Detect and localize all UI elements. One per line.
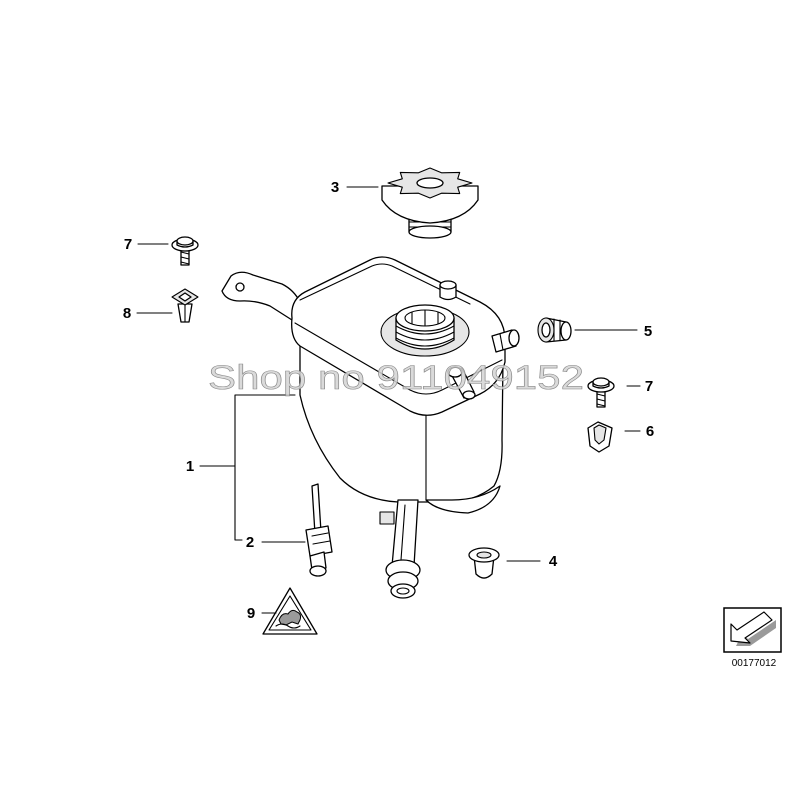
spire-nut <box>587 421 613 453</box>
callout-6: 6 <box>646 423 654 440</box>
front-fitting <box>447 366 476 400</box>
callout-8: 8 <box>123 305 131 322</box>
hose-connector <box>537 317 572 343</box>
diagram-number: 00177012 <box>732 658 777 669</box>
tank-lower-flange <box>425 485 501 514</box>
callout-9: 9 <box>247 605 255 622</box>
assembly-bracket-line <box>234 394 296 541</box>
hose-nipple <box>491 329 520 353</box>
rubber-grommet <box>468 547 500 579</box>
callout-3: 3 <box>331 179 339 196</box>
leader-lines <box>136 186 641 614</box>
tank-mounting-bracket <box>221 271 301 321</box>
callout-1: 1 <box>186 458 194 475</box>
washer-screw-right <box>587 377 615 408</box>
watermark-text: Shop no 911049152 <box>208 359 584 397</box>
callout-7-left: 7 <box>124 236 132 253</box>
level-sensor <box>305 483 333 577</box>
callout-5: 5 <box>644 323 652 340</box>
callout-4: 4 <box>549 553 558 570</box>
clip-nut <box>171 288 199 323</box>
washer-screw-left <box>171 236 199 266</box>
bracket-hole <box>235 282 245 292</box>
callout-2: 2 <box>246 534 254 551</box>
orientation-arrow-icon-outline <box>730 611 773 644</box>
callout-7-right: 7 <box>645 378 653 395</box>
expansion-tank <box>221 256 520 599</box>
diagram-reference: 00177012 <box>723 607 782 669</box>
filler-neck <box>380 304 470 357</box>
filler-cap <box>381 167 479 239</box>
bottom-outlet-pipe <box>385 499 421 599</box>
warning-label <box>262 587 318 635</box>
hot-coolant-icon <box>278 609 302 626</box>
